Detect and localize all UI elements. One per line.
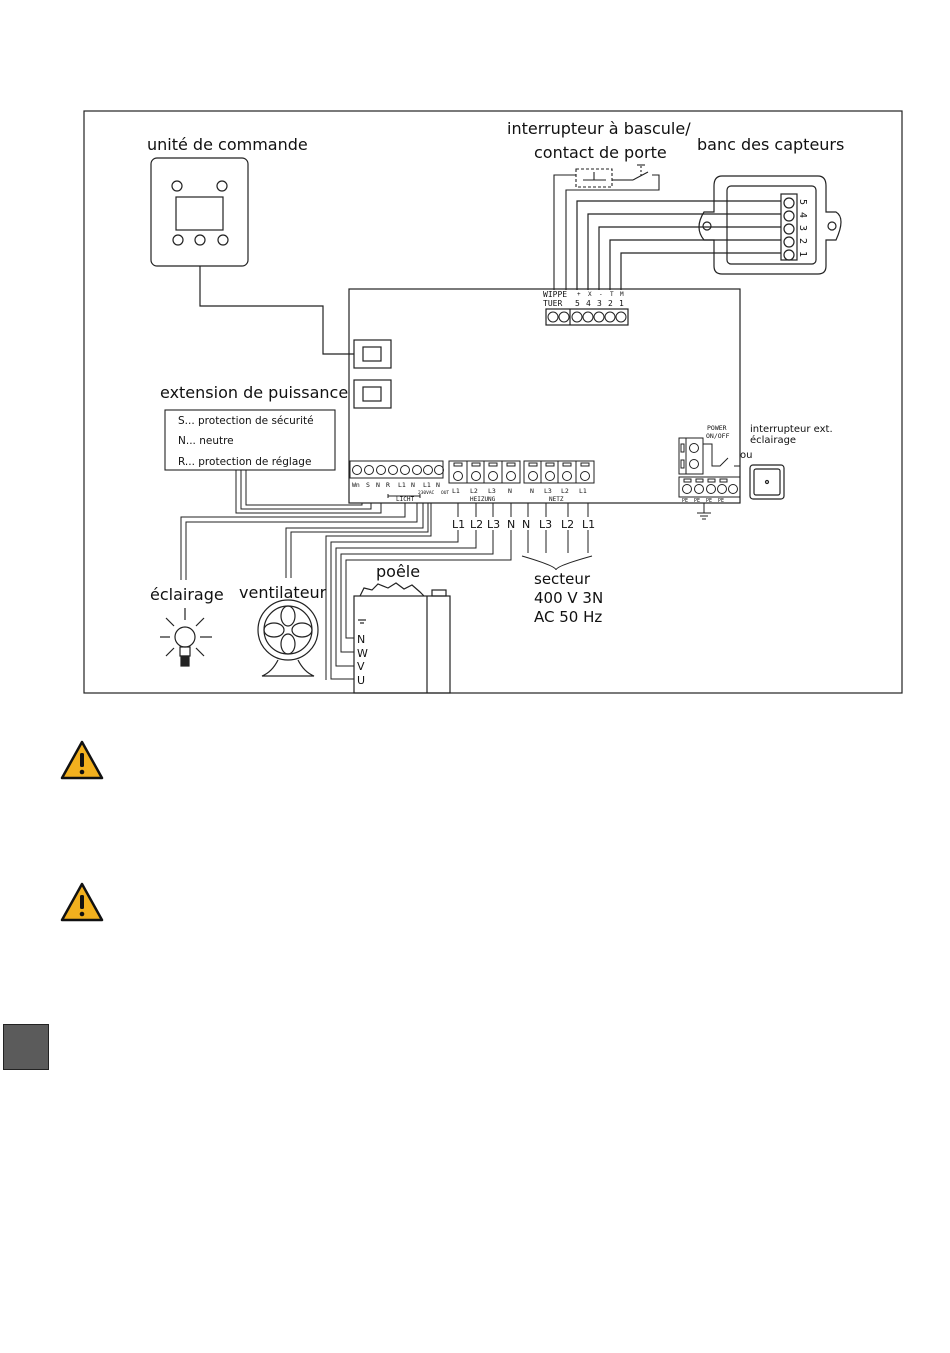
- control-unit: [150, 157, 354, 355]
- power-switch-block: [678, 437, 741, 498]
- sensor-bank: [576, 175, 842, 290]
- netz-pin: N: [530, 487, 534, 495]
- licht-pin: L1: [398, 481, 406, 489]
- lighting-fan-wires: [180, 503, 429, 580]
- legend-item: R... protection de réglage: [178, 456, 311, 468]
- sensor-bank-numbers: 5 4 3 2 1: [797, 199, 808, 257]
- label-or: ou: [740, 450, 752, 461]
- netz-pin: L3: [544, 487, 552, 495]
- label-mains-frequency: AC 50 Hz: [534, 608, 602, 626]
- heizung-wire-label: N: [507, 518, 515, 531]
- sensor-bank-number: 4: [797, 212, 808, 218]
- licht-pin: N: [436, 481, 440, 489]
- sensor-bank-number: 5: [797, 199, 808, 205]
- netz-pin: L2: [561, 487, 569, 495]
- side-tab: [3, 1024, 49, 1070]
- sensor-sign: X: [588, 291, 592, 298]
- label-ext-switch: interrupteur ext.: [750, 424, 833, 435]
- licht-terminal-block: [349, 460, 444, 498]
- sensor-bank-number: 3: [797, 225, 808, 231]
- stove-pin: V: [357, 660, 365, 673]
- licht-pin: S: [366, 481, 370, 489]
- netz-label: NETZ: [549, 496, 564, 503]
- pe-pin: PE: [682, 498, 688, 504]
- lightbulb-icon: [160, 608, 212, 667]
- legend-box: [164, 409, 336, 471]
- label-fan: ventilateur: [239, 583, 327, 602]
- label-control-unit: unité de commande: [147, 135, 308, 154]
- label-sensor-bank: banc des capteurs: [697, 135, 844, 154]
- sensor-sign: +: [577, 291, 581, 298]
- licht-label: LICHT: [396, 496, 414, 503]
- netz-pin: L1: [579, 487, 587, 495]
- sensor-sign: -: [599, 291, 603, 298]
- heizung-terminal-block: [448, 460, 521, 484]
- power-onoff-label: ON/OFF: [706, 432, 730, 440]
- licht-pin: N: [376, 481, 380, 489]
- heizung-pin: L3: [488, 487, 496, 495]
- heizung-pin: N: [508, 487, 512, 495]
- diagram-frame: [83, 110, 903, 694]
- heizung-wire-label: L1: [452, 518, 465, 531]
- heizung-label: HEIZUNG: [470, 496, 496, 503]
- label-lighting: éclairage: [150, 585, 224, 604]
- stove-pin: N: [357, 633, 365, 646]
- sensor-number: 2: [608, 299, 613, 308]
- stove-pin: W: [357, 647, 368, 660]
- licht-pin: R: [386, 481, 390, 489]
- sensor-terminal-screws: [547, 311, 627, 323]
- rocker-switch: [553, 164, 660, 290]
- stove-icon: [353, 582, 451, 694]
- licht-pin: Wn: [352, 481, 360, 489]
- label-power-extension: extension de puissance: [160, 383, 348, 402]
- sensor-bank-number: 1: [797, 251, 808, 257]
- netz-wire-label: L2: [561, 518, 574, 531]
- sensor-number: 3: [597, 299, 602, 308]
- heizung-pin: L1: [452, 487, 460, 495]
- sensor-bank-number: 2: [797, 238, 808, 244]
- label-mains: secteur: [534, 570, 591, 588]
- warning-icon: [60, 882, 104, 922]
- stove-pin: U: [357, 674, 365, 687]
- pe-pin: PE: [706, 498, 712, 504]
- label-stove: poêle: [376, 562, 420, 581]
- heizung-pin: L2: [470, 487, 478, 495]
- pe-pin: PE: [694, 498, 700, 504]
- licht-pin: L1: [423, 481, 431, 489]
- label-rocker-switch: interrupteur à bascule/: [507, 119, 691, 138]
- heizung-wires: [325, 503, 512, 680]
- label-door-contact: contact de porte: [534, 143, 667, 162]
- licht-pin: N: [411, 481, 415, 489]
- pe-pin: PE: [718, 498, 724, 504]
- sensor-number: 1: [619, 299, 624, 308]
- sensor-number: 5: [575, 299, 580, 308]
- sensor-number: 4: [586, 299, 591, 308]
- heizung-wire-label: L3: [487, 518, 500, 531]
- ground-icon: [697, 503, 711, 520]
- legend-item: S... protection de sécurité: [178, 415, 314, 427]
- netz-wires: [521, 503, 593, 571]
- terminal-tuer: TUER: [543, 299, 562, 308]
- label-mains-voltage: 400 V 3N: [534, 589, 603, 607]
- netz-wire-label: L1: [582, 518, 595, 531]
- main-board: [348, 288, 741, 504]
- licht-vac: 230VAC: [418, 490, 435, 496]
- netz-wire-label: N: [522, 518, 530, 531]
- warning-icon: [60, 740, 104, 780]
- label-ext-switch-lighting: éclairage: [750, 434, 796, 446]
- netz-wire-label: L3: [539, 518, 552, 531]
- licht-out: OUT: [441, 490, 449, 496]
- extension-wires: [235, 470, 382, 514]
- terminal-wippe: WIPPE: [543, 290, 567, 299]
- sensor-sign: M: [620, 291, 624, 298]
- fan-icon: [257, 599, 319, 677]
- ext-light-switch: [749, 464, 785, 500]
- netz-terminal-block: [523, 460, 595, 484]
- heizung-wire-label: L2: [470, 518, 483, 531]
- sensor-sign: T: [610, 291, 614, 298]
- power-label: POWER: [707, 424, 727, 432]
- legend-item: N... neutre: [178, 435, 234, 447]
